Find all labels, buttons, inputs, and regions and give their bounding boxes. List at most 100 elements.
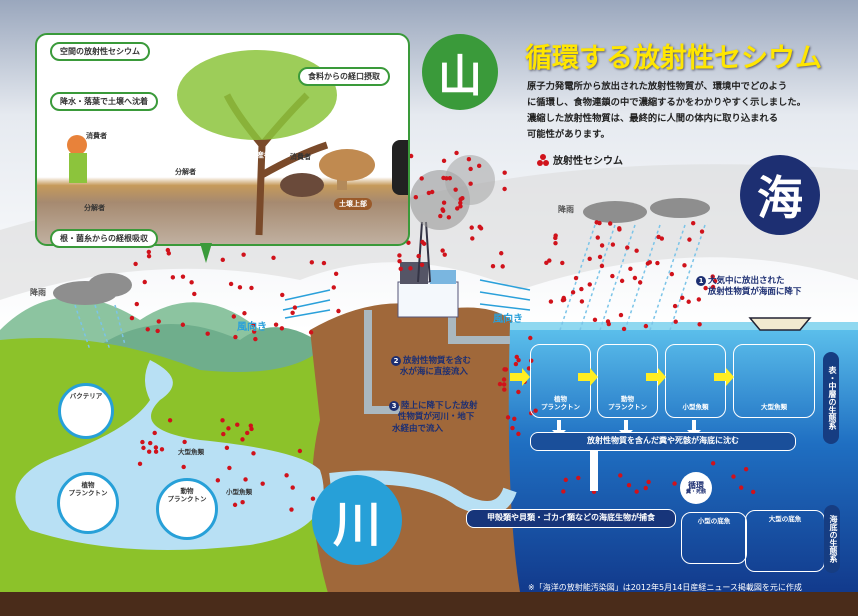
cesium-dot <box>189 280 194 285</box>
cesium-dot <box>441 200 447 205</box>
cesium-dot <box>680 295 685 301</box>
page-title: 循環する放射性セシウム <box>525 43 822 74</box>
cesium-dot <box>170 275 176 280</box>
cesium-dot <box>643 323 649 329</box>
cesium-dot <box>441 158 447 164</box>
rain-label-land: 降雨 <box>30 288 46 297</box>
cesium-dot <box>438 213 443 219</box>
cesium-dot <box>632 275 638 281</box>
cesium-dot <box>141 445 146 451</box>
note-line: 放射性物質を含む <box>403 356 472 366</box>
number-badge: 2 <box>391 356 401 366</box>
cesium-dot <box>180 274 186 279</box>
number-badge: 3 <box>389 401 399 411</box>
cesium-dot <box>398 266 403 272</box>
description: 原子力発電所から放出された放射性物質が、環境中でどのよう に循環し、食物連鎖の中… <box>527 79 806 143</box>
cesium-dot <box>310 496 316 501</box>
cesium-dot <box>331 285 336 290</box>
cesium-dot <box>321 260 327 266</box>
cesium-dot <box>224 445 230 451</box>
cesium-dot <box>444 176 449 181</box>
cesium-dot <box>605 319 611 324</box>
cesium-dot <box>608 221 613 226</box>
cesium-dot <box>553 240 558 246</box>
zoo-label: 動物 <box>180 487 194 495</box>
cesium-dot <box>251 322 256 327</box>
cesium-dot <box>129 315 135 321</box>
cesium-dot <box>397 253 402 258</box>
cesium-dot <box>750 489 756 495</box>
cesium-dot <box>637 280 643 285</box>
sea-box-small-bottom-fish: 小型の底魚 <box>681 512 747 564</box>
cesium-dot <box>731 474 736 479</box>
label-decomposer-1: 分解者 <box>175 168 196 176</box>
cesium-dot <box>397 258 402 264</box>
cesium-dot <box>460 196 465 201</box>
cesium-dot <box>297 448 303 454</box>
phyto-label: プランクトン <box>68 488 108 497</box>
cesium-dot <box>426 190 432 196</box>
mountain-badge: 山 <box>422 34 498 110</box>
river-badge: 川 <box>312 475 402 565</box>
cesium-dot <box>618 473 623 478</box>
bubble-river-zooplankton: 動物プランクトン <box>156 478 218 540</box>
cesium-dot <box>579 299 585 304</box>
cesium-dot <box>140 439 145 445</box>
cesium-dot <box>134 301 139 307</box>
tree-illustration <box>67 50 408 236</box>
cesium-dot <box>468 166 473 172</box>
number-badge: 1 <box>696 276 706 286</box>
cesium-dot <box>628 266 633 272</box>
cesium-dot <box>502 170 507 175</box>
cesium-dot <box>455 206 460 211</box>
note-line: 放射性物質が海面に降下 <box>707 287 802 298</box>
cesium-dot <box>634 248 639 253</box>
cesium-dot <box>656 234 661 240</box>
cesium-dot <box>490 264 496 269</box>
sea-box-large-fish: 大型魚類 <box>733 344 815 418</box>
cesium-dot <box>408 266 413 271</box>
callout-tail <box>200 243 212 263</box>
cesium-dot <box>413 195 419 200</box>
cesium-dot <box>153 449 159 454</box>
cesium-dot <box>560 260 565 266</box>
sea-box-large-bottom-fish: 大型の底魚 <box>745 510 825 572</box>
cesium-dot <box>553 233 558 238</box>
box-label: 小型の底魚 <box>697 517 731 525</box>
cesium-dot <box>284 473 289 478</box>
cesium-dot <box>280 292 285 298</box>
cesium-dot <box>672 303 678 309</box>
cesium-dot <box>743 466 749 472</box>
cesium-dot <box>595 235 600 240</box>
cesium-dot <box>308 330 314 335</box>
cesium-dot <box>251 329 257 334</box>
cesium-dot <box>712 278 718 284</box>
cesium-dot <box>242 311 247 316</box>
cesium-dot <box>563 477 568 483</box>
mountain-inset <box>35 33 410 246</box>
cesium-dot <box>544 260 549 265</box>
cesium-dot <box>501 382 507 387</box>
cesium-dot <box>597 220 602 226</box>
cesium-dot <box>159 447 165 452</box>
cesium-dot <box>587 282 592 287</box>
cesium-dot <box>419 262 425 267</box>
description-line: に循環し、食物連鎖の中で濃縮するかをわかりやすく示しました。 <box>527 97 806 108</box>
bubble-bacteria: バクテリア <box>58 383 114 439</box>
cesium-dot <box>634 489 639 494</box>
footnote: ※「海洋の放射能汚染図」は2012年5月14日産経ニュース掲載図を元に作成 <box>528 583 802 592</box>
box-label: プランクトン <box>541 403 580 412</box>
cesium-dot <box>599 263 605 269</box>
cesium-dot <box>416 253 421 259</box>
cesium-dot <box>673 319 678 324</box>
cesium-dot <box>561 489 566 494</box>
cesium-dot <box>500 264 505 269</box>
box-label: 大型魚類 <box>761 403 787 412</box>
description-line: 原子力発電所から放出された放射性物質が、環境中でどのよう <box>527 81 788 92</box>
cesium-dot <box>279 326 285 331</box>
cesium-dot <box>619 278 625 284</box>
cesium-dot <box>669 271 675 277</box>
surface-ecosystem-label: 表・中層の生態系 <box>823 352 839 444</box>
cesium-dot <box>146 249 152 255</box>
